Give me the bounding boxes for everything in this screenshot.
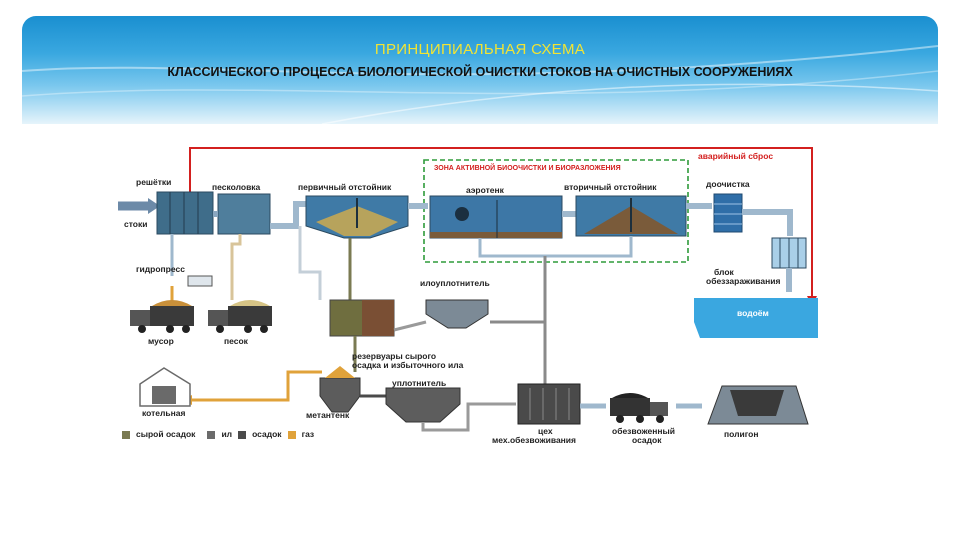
legend-swatch-sediment — [238, 430, 247, 439]
posttreatment-building — [713, 193, 743, 233]
emergency-line — [189, 147, 813, 300]
hydropress — [187, 275, 213, 287]
sludge-thickener-label: илоуплотнитель — [420, 278, 490, 288]
aerator-icon — [455, 207, 469, 221]
sand-trap-box — [217, 193, 271, 235]
legend: сырой осадок ил осадок газ — [122, 430, 314, 439]
inflow-label: стоки — [124, 219, 148, 229]
legend-sediment-label: осадок — [252, 429, 282, 439]
thickener-tank — [385, 387, 461, 423]
dewatering-label-2: мех.обезвоживания — [492, 435, 576, 445]
screens-box — [156, 191, 214, 235]
page-title: ПРИНЦИПИАЛЬНАЯ СХЕМА — [374, 41, 586, 58]
bio-zone-frame — [423, 159, 689, 263]
digester-tank — [319, 377, 361, 413]
legend-swatch-sludge — [207, 430, 216, 439]
disinfection-label-2: обеззараживания — [706, 276, 781, 286]
dewatered-label-1: обезвоженный — [612, 426, 675, 436]
header-banner — [22, 16, 938, 124]
sludge-thickener — [425, 299, 489, 329]
inflow-arrow — [148, 198, 160, 214]
legend-swatch-raw — [122, 430, 130, 439]
zone-label: ЗОНА АКТИВНОЙ БИООЧИСТКИ И БИОРАЗЛОЖЕНИЯ — [434, 165, 621, 172]
truck-trash-icon — [130, 300, 194, 333]
dewatering-shop — [517, 383, 581, 425]
emergency-label: аварийный сброс — [698, 151, 774, 161]
reservoirs-label-1: резервуары сырого — [352, 351, 437, 361]
posttreatment-label: доочистка — [706, 179, 750, 189]
hydropress-label: гидропресс — [136, 264, 185, 274]
truck-dewatered-icon — [610, 393, 668, 423]
aerotank-tank — [429, 195, 563, 239]
legend-raw-label: сырой осадок — [136, 429, 196, 439]
aerotank-label: аэротенк — [466, 185, 504, 195]
page-subtitle: КЛАССИЧЕСКОГО ПРОЦЕССА БИОЛОГИЧЕСКОЙ ОЧИ… — [167, 65, 793, 79]
dewatering-label-1: цех — [538, 426, 553, 436]
legend-gas-label: газ — [301, 429, 315, 439]
secondary-settler-label: вторичный отстойник — [564, 182, 657, 192]
sand-label: песок — [224, 336, 248, 346]
banner-waves — [22, 45, 938, 124]
trash-label: мусор — [148, 336, 174, 346]
water-body-label: водоём — [737, 308, 769, 318]
landfill-label: полигон — [724, 429, 759, 439]
primary-settler-label: первичный отстойник — [298, 182, 392, 192]
truck-sand-icon — [208, 300, 272, 333]
sand-trap-label: песколовка — [212, 182, 261, 192]
screens-label: решётки — [136, 177, 172, 187]
digester-label: метантенк — [306, 410, 350, 420]
thickener-label: уплотнитель — [392, 378, 447, 388]
legend-swatch-gas — [287, 430, 296, 439]
legend-sludge-label: ил — [221, 429, 233, 439]
dewatered-label-2: осадок — [632, 435, 662, 445]
boiler-label: котельная — [142, 408, 186, 418]
water-body — [694, 298, 818, 338]
reservoirs-label-2: осадка и избыточного ила — [352, 360, 464, 370]
disinfection-label-1: блок — [714, 267, 734, 277]
